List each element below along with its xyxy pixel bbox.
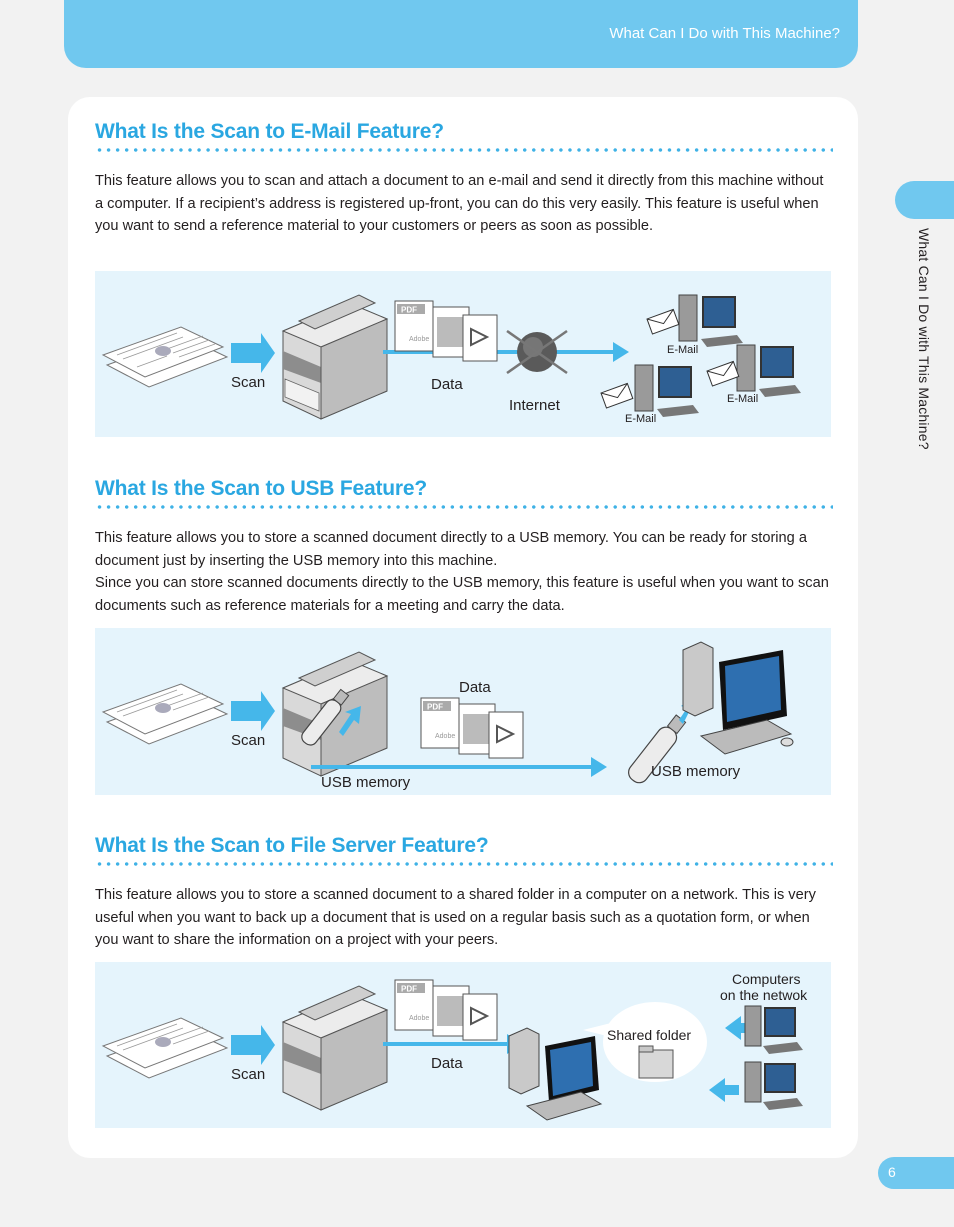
paragraph: This feature allows you to scan and atta…	[95, 173, 824, 235]
scan-arrow	[231, 691, 275, 731]
computers-label-line2: on the netwok	[720, 987, 808, 1003]
data-label: Data	[459, 679, 491, 696]
scan-label: Scan	[231, 732, 265, 749]
page-number: 6	[888, 1164, 896, 1180]
svg-text:Adobe: Adobe	[409, 336, 429, 343]
data-arrow	[383, 1042, 509, 1046]
paragraph: This feature allows you to store a scann…	[95, 530, 807, 569]
header-band: What Can I Do with This Machine?	[64, 0, 858, 68]
side-chapter-tab[interactable]	[895, 181, 954, 219]
computer-icon	[634, 364, 699, 417]
side-chapter-label: What Can I Do with This Machine?	[916, 228, 932, 450]
svg-text:PDF: PDF	[401, 306, 417, 315]
scan-arrow	[231, 333, 275, 373]
desktop-computer-icon	[682, 641, 794, 755]
diagram-file-server-art: Scan Data PDF Adobe	[101, 971, 808, 1121]
computer-icon	[736, 344, 801, 397]
paper-document-icon	[101, 683, 229, 745]
paper-document-icon	[101, 326, 229, 388]
svg-text:Adobe: Adobe	[409, 1015, 429, 1022]
paragraph: This feature allows you to store a scann…	[95, 887, 816, 949]
computer-icon	[744, 1005, 803, 1054]
email-label: E-Mail	[667, 344, 698, 356]
dotted-divider	[95, 504, 833, 510]
svg-text:PDF: PDF	[427, 703, 443, 712]
data-arrow	[383, 350, 615, 354]
desktop-computer-icon	[508, 1027, 603, 1121]
section-title-email: What Is the Scan to E-Mail Feature?	[95, 120, 444, 143]
svg-text:PDF: PDF	[401, 985, 417, 994]
dotted-divider	[95, 861, 833, 867]
header-title: What Can I Do with This Machine?	[609, 25, 840, 42]
network-arrow	[709, 1078, 739, 1102]
multifunction-printer-icon	[281, 294, 389, 420]
data-label: Data	[431, 376, 463, 393]
diagram-scan-to-file-server: Scan Data PDF Adobe	[95, 962, 831, 1128]
folder-icon	[638, 1045, 674, 1079]
multifunction-printer-icon	[281, 985, 389, 1111]
paper-document-icon	[101, 1017, 229, 1079]
diagram-usb-art: Scan USB memory Data PDF Adobe	[101, 641, 794, 791]
usb-label-left: USB memory	[321, 774, 411, 791]
section-text-email: This feature allows you to scan and atta…	[95, 170, 835, 238]
pdf-file-icon: PDF Adobe	[394, 300, 498, 362]
email-label: E-Mail	[727, 393, 758, 405]
section-title-file-server: What Is the Scan to File Server Feature?	[95, 834, 489, 857]
insert-arrow	[339, 706, 361, 736]
computer-icon	[744, 1061, 803, 1110]
data-arrow	[311, 765, 593, 769]
page-number-badge: 6	[878, 1157, 954, 1189]
envelope-icon	[706, 360, 740, 387]
pdf-file-icon: PDF Adobe	[394, 979, 498, 1041]
computer-icon	[678, 294, 743, 347]
internet-globe-icon	[506, 329, 568, 375]
computers-label-line1: Computers	[732, 971, 800, 987]
shared-folder-callout	[583, 1002, 707, 1082]
scan-arrow	[231, 1025, 275, 1065]
paragraph: Since you can store scanned documents di…	[95, 575, 829, 614]
usb-label-right: USB memory	[651, 763, 741, 780]
data-label: Data	[431, 1055, 463, 1072]
envelope-icon	[600, 382, 634, 409]
email-label: E-Mail	[625, 413, 656, 425]
section-text-usb: This feature allows you to store a scann…	[95, 527, 835, 617]
section-title-usb: What Is the Scan to USB Feature?	[95, 477, 427, 500]
diagram-scan-to-email: Scan Data PDF Adobe	[95, 271, 831, 437]
scan-label: Scan	[231, 374, 265, 391]
scan-label: Scan	[231, 1066, 265, 1083]
internet-label: Internet	[509, 397, 561, 414]
svg-text:Adobe: Adobe	[435, 733, 455, 740]
network-arrow	[725, 1016, 755, 1040]
pdf-file-icon: PDF Adobe	[420, 697, 524, 759]
envelope-icon	[646, 308, 680, 335]
usb-stick-icon	[301, 688, 350, 746]
section-text-file-server: This feature allows you to store a scann…	[95, 884, 835, 952]
diagram-email-art: Scan Data PDF Adobe	[101, 294, 801, 425]
dotted-divider	[95, 147, 833, 153]
shared-folder-label: Shared folder	[607, 1027, 691, 1043]
diagram-scan-to-usb: Scan USB memory Data PDF Adobe	[95, 628, 831, 795]
